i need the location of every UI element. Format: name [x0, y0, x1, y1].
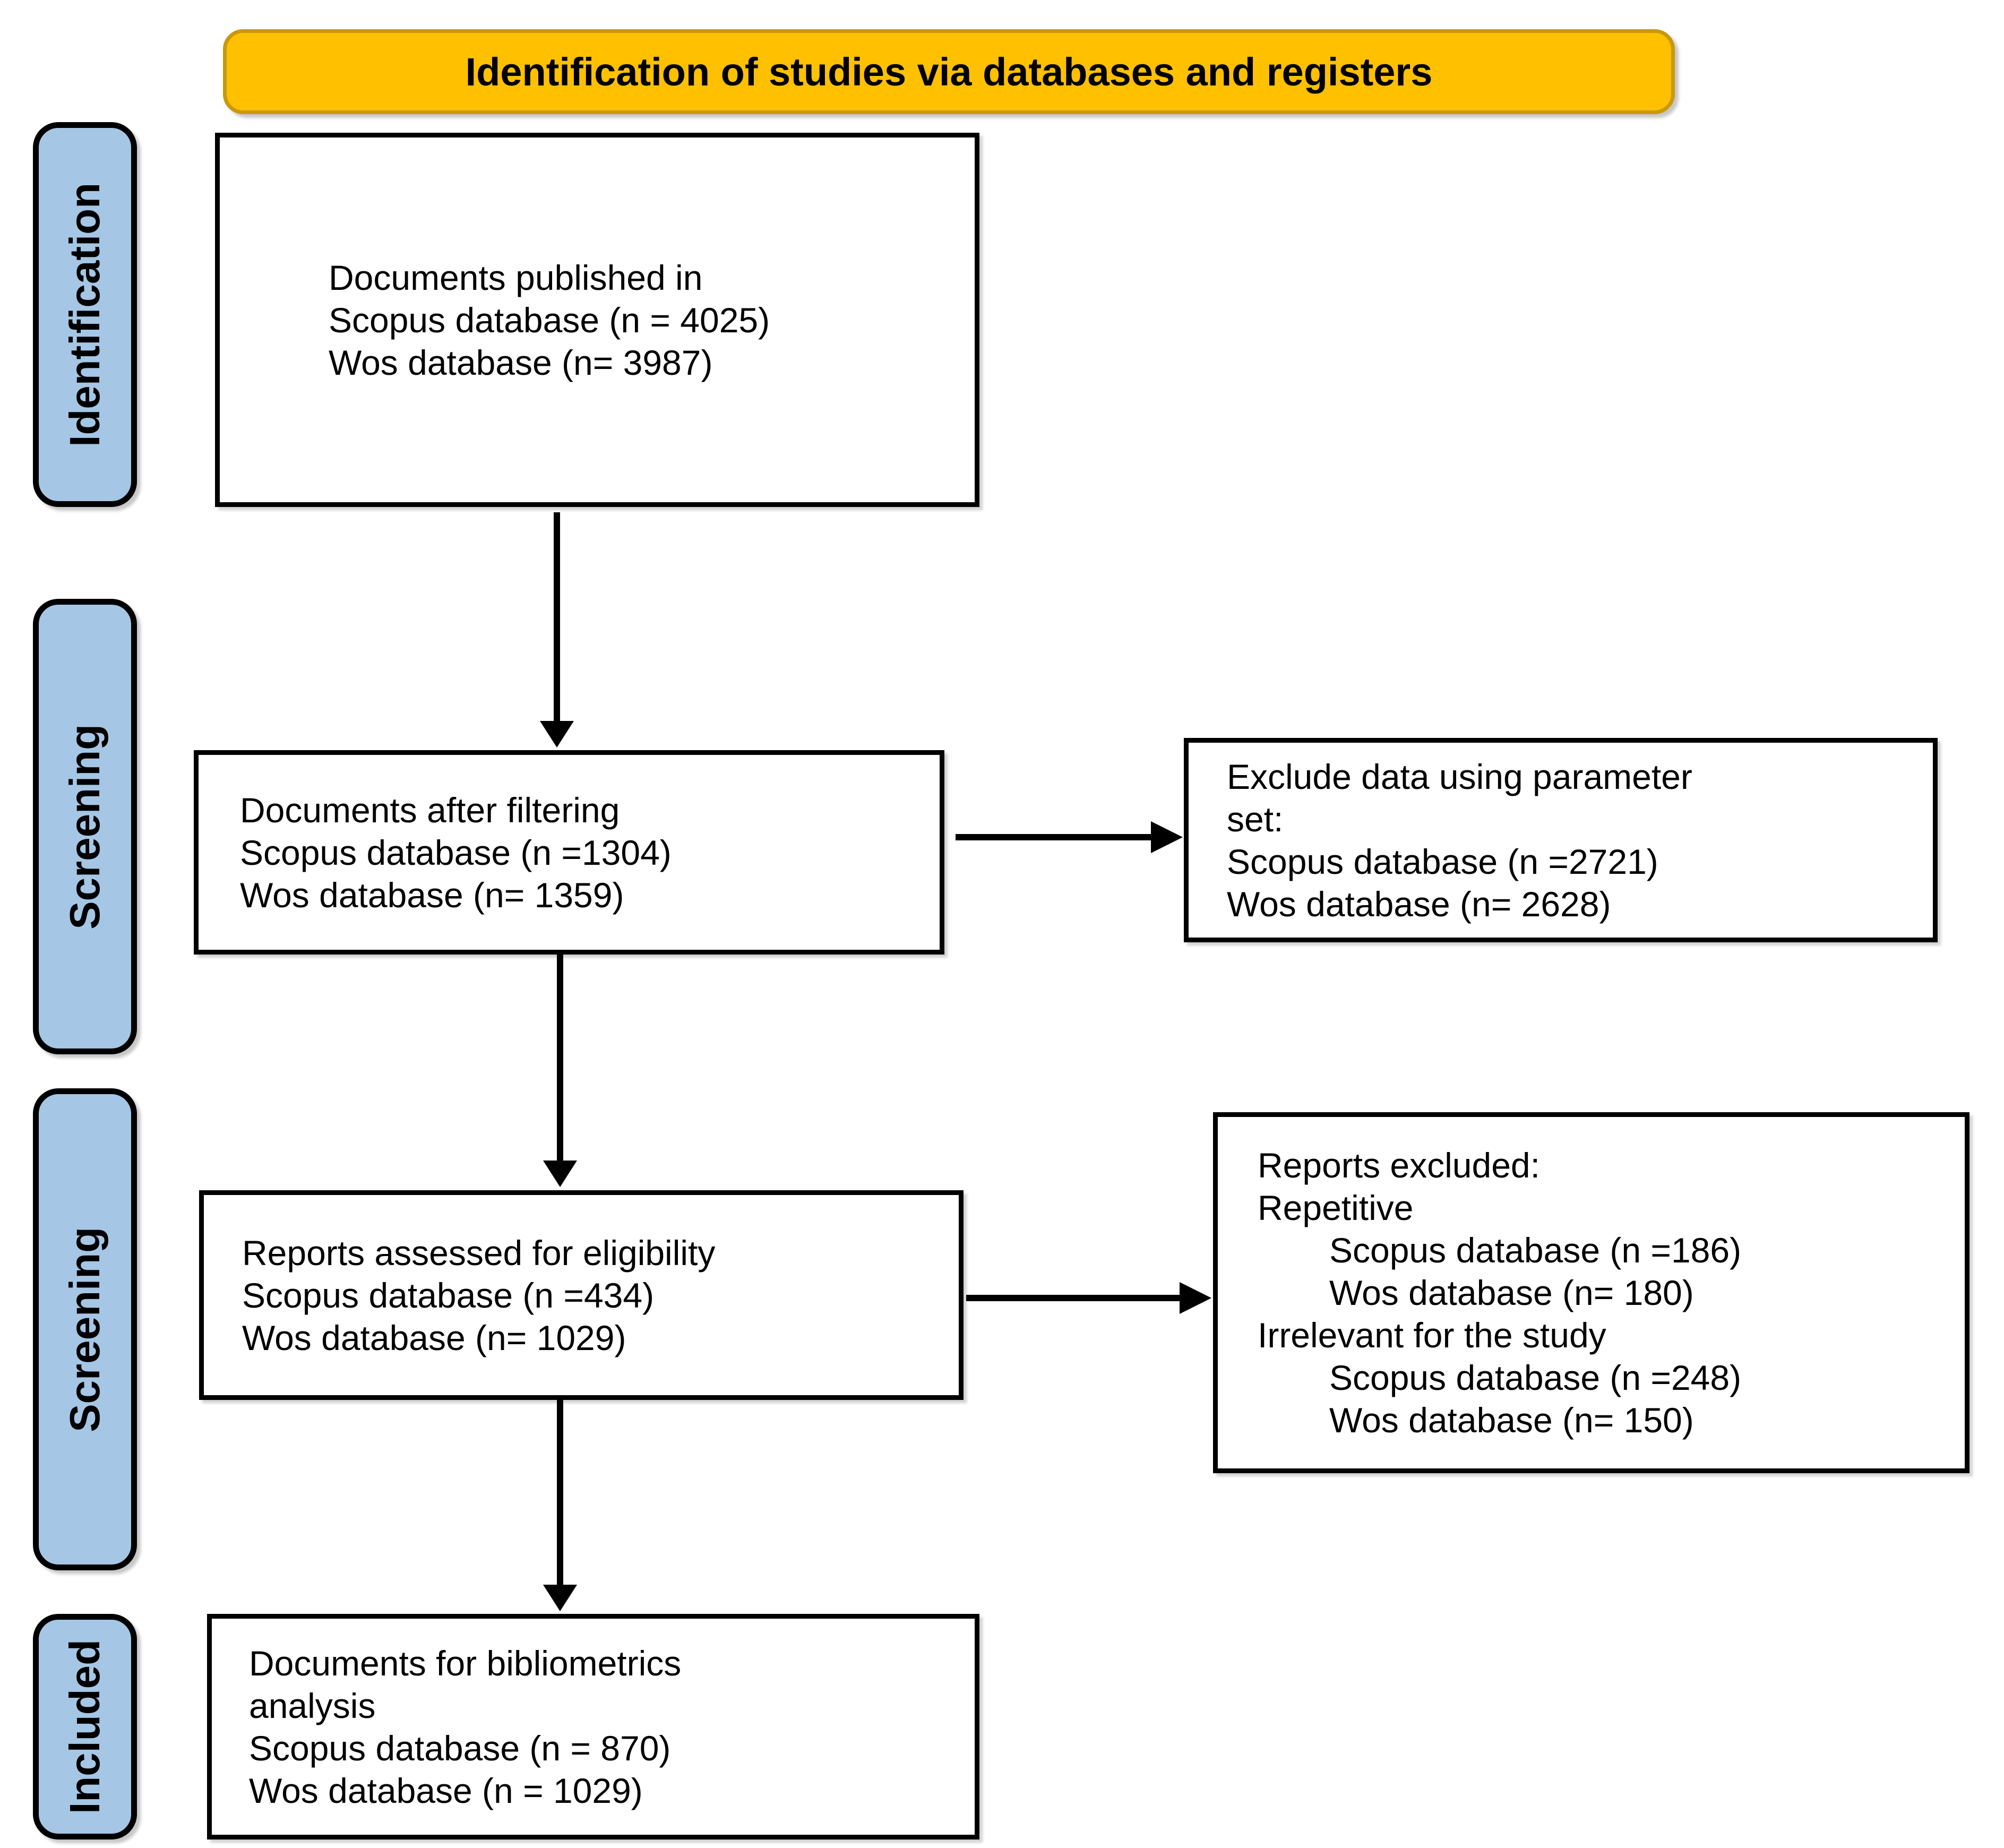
box-line: Scopus database (n =434): [242, 1275, 655, 1315]
box-exclude-parameter: Exclude data using parameter set: Scopus…: [1184, 738, 1938, 942]
arrowhead-right-icon: [1151, 821, 1183, 853]
box-line: Documents published in: [329, 257, 703, 297]
box-line: Wos database (n= 1029): [242, 1318, 626, 1357]
box-line: Wos database (n = 1029): [249, 1770, 643, 1810]
box-line: Wos database (n= 3987): [329, 342, 713, 382]
arrow-shaft: [557, 1400, 563, 1587]
box-line: analysis: [249, 1686, 376, 1725]
box-line: Scopus database (n =1304): [240, 832, 672, 872]
box-line: Scopus database (n =186): [1329, 1231, 1742, 1270]
arrowhead-down-icon: [543, 1585, 577, 1611]
stage-label-included: Included: [33, 1614, 137, 1840]
box-line: Irrelevant for the study: [1258, 1316, 1606, 1355]
box-line: Documents for bibliometrics: [249, 1643, 682, 1683]
stage-label-text: Included: [61, 1639, 108, 1814]
stage-label-text: Screening: [61, 1226, 108, 1432]
box-line: Wos database (n= 2628): [1227, 884, 1611, 924]
arrowhead-down-icon: [540, 721, 574, 747]
arrow-shaft: [557, 955, 563, 1163]
box-documents-published: Documents published in Scopus database (…: [215, 133, 979, 507]
box-line: Wos database (n= 150): [1329, 1400, 1694, 1440]
title-banner-label: Identification of studies via databases …: [465, 49, 1433, 94]
box-line: Scopus database (n = 870): [249, 1728, 671, 1768]
box-line: Reports excluded:: [1258, 1146, 1540, 1185]
arrow-shaft: [966, 1295, 1181, 1301]
box-line: Repetitive: [1258, 1188, 1414, 1227]
box-line: Exclude data using parameter: [1227, 757, 1692, 796]
stage-label-identification: Identification: [33, 122, 137, 507]
stage-label-text: Screening: [61, 724, 108, 930]
box-reports-assessed: Reports assessed for eligibility Scopus …: [199, 1190, 964, 1400]
arrowhead-down-icon: [543, 1161, 577, 1187]
stage-label-screening-2: Screening: [33, 1088, 137, 1570]
box-line: Reports assessed for eligibility: [242, 1233, 716, 1273]
title-banner: Identification of studies via databases …: [223, 29, 1675, 114]
box-line: Scopus database (n =2721): [1227, 841, 1658, 881]
box-line: set:: [1227, 799, 1284, 839]
box-line: Documents after filtering: [240, 790, 620, 830]
arrow-shaft: [554, 512, 560, 724]
stage-label-screening-1: Screening: [33, 599, 137, 1054]
box-line: Scopus database (n = 4025): [329, 300, 770, 340]
stage-label-text: Identification: [61, 182, 108, 447]
arrowhead-right-icon: [1180, 1282, 1211, 1314]
box-reports-excluded: Reports excluded: Repetitive Scopus data…: [1213, 1112, 1969, 1473]
box-line: Wos database (n= 180): [1329, 1273, 1694, 1312]
box-documents-filtered: Documents after filtering Scopus databas…: [194, 750, 944, 955]
box-line: Scopus database (n =248): [1329, 1358, 1742, 1397]
box-line: Wos database (n= 1359): [240, 875, 624, 915]
box-documents-bibliometrics: Documents for bibliometrics analysis Sco…: [207, 1614, 979, 1840]
arrow-shaft: [956, 834, 1153, 840]
